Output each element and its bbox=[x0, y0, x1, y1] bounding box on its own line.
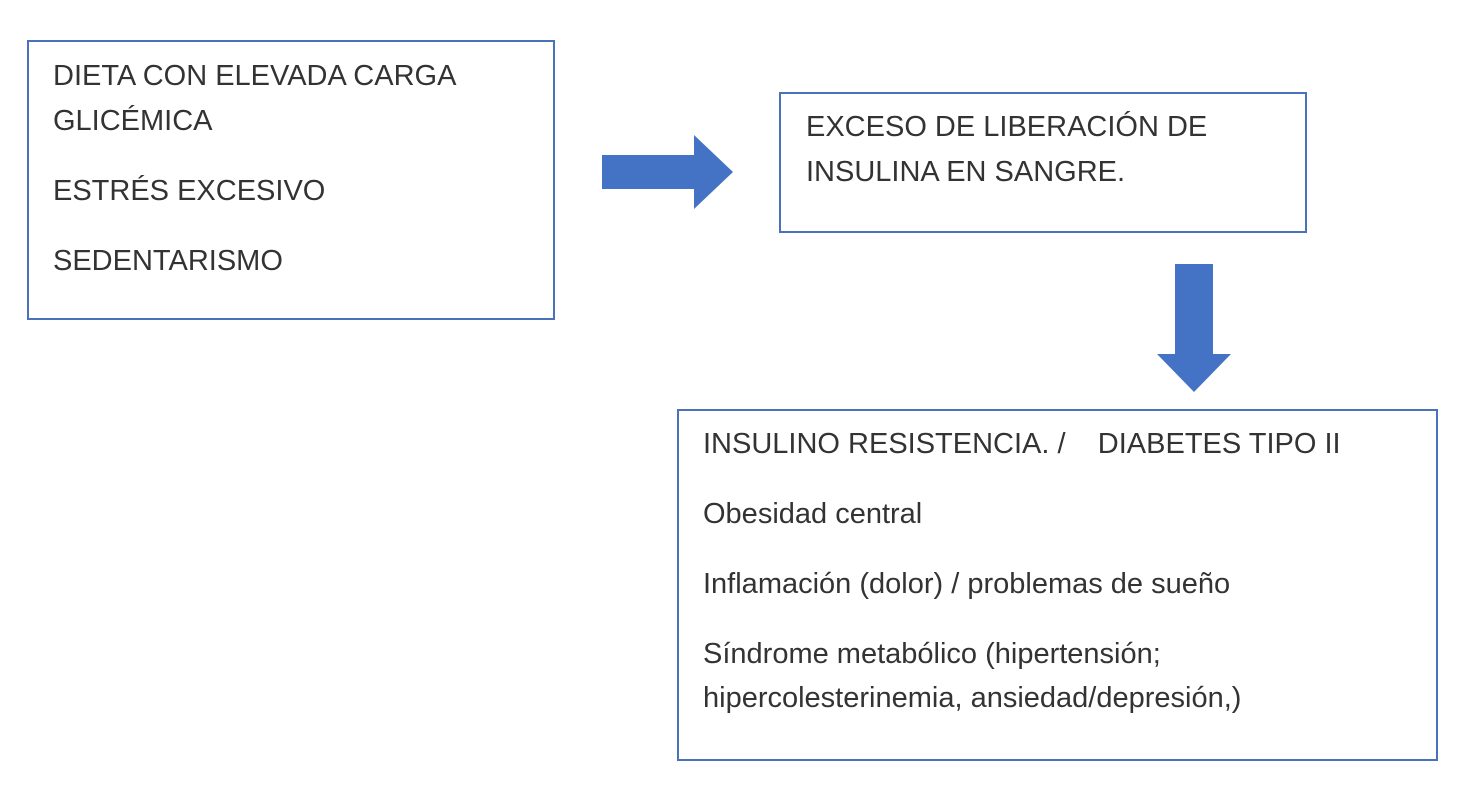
insulin-release-box: EXCESO DE LIBERACIÓN DE INSULINA EN SANG… bbox=[779, 92, 1307, 233]
effect-inflammation: Inflamación (dolor) / problemas de sueño bbox=[703, 568, 1231, 600]
insulin-release-line-2: INSULINA EN SANGRE. bbox=[806, 156, 1126, 188]
cause-diet-line-1: DIETA CON ELEVADA CARGA bbox=[53, 60, 457, 92]
down-arrow-icon bbox=[1157, 264, 1231, 392]
effect-insulin-resistance: INSULINO RESISTENCIA. / DIABETES TIPO II bbox=[703, 428, 1341, 460]
cause-stress: ESTRÉS EXCESIVO bbox=[53, 175, 326, 207]
cause-diet-line-2: GLICÉMICA bbox=[53, 105, 213, 137]
cause-sedentarism: SEDENTARISMO bbox=[53, 245, 283, 277]
effect-central-obesity: Obesidad central bbox=[703, 498, 923, 530]
down-arrow-shape bbox=[1157, 264, 1231, 392]
right-arrow-icon bbox=[602, 135, 733, 209]
right-arrow-shape bbox=[602, 135, 733, 209]
effects-box: INSULINO RESISTENCIA. / DIABETES TIPO II… bbox=[677, 409, 1438, 761]
effect-metabolic-line-2: hipercolesterinemia, ansiedad/depresión,… bbox=[703, 682, 1242, 714]
insulin-release-line-1: EXCESO DE LIBERACIÓN DE bbox=[806, 111, 1208, 143]
causes-box: DIETA CON ELEVADA CARGA GLICÉMICA ESTRÉS… bbox=[27, 40, 555, 320]
effect-metabolic-line-1: Síndrome metabólico (hipertensión; bbox=[703, 638, 1161, 670]
